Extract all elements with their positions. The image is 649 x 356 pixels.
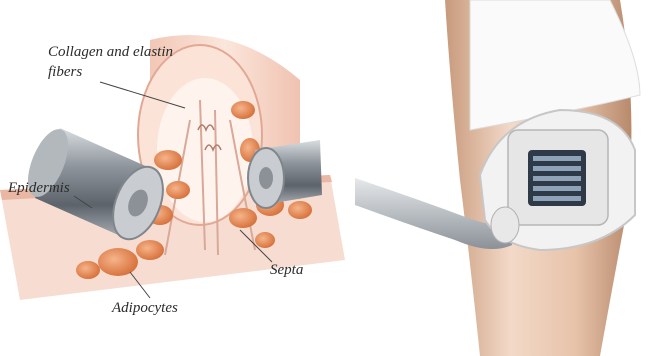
device-photo [355, 0, 649, 356]
adipocyte [98, 248, 138, 276]
label-fibers: fibers [48, 64, 82, 81]
adipocyte [166, 181, 190, 199]
adipocyte [231, 101, 255, 119]
adipocyte [76, 261, 100, 279]
label-collagen-elastin: Collagen and elastin [48, 44, 173, 61]
label-adipocytes: Adipocytes [112, 300, 178, 317]
adipocyte [255, 232, 275, 248]
adipocyte [288, 201, 312, 219]
label-epidermis: Epidermis [8, 180, 70, 197]
adipocyte [136, 240, 164, 260]
applicator-nozzle [491, 207, 519, 243]
adipocyte [229, 208, 257, 228]
adipocyte [154, 150, 182, 170]
label-septa: Septa [270, 262, 303, 279]
